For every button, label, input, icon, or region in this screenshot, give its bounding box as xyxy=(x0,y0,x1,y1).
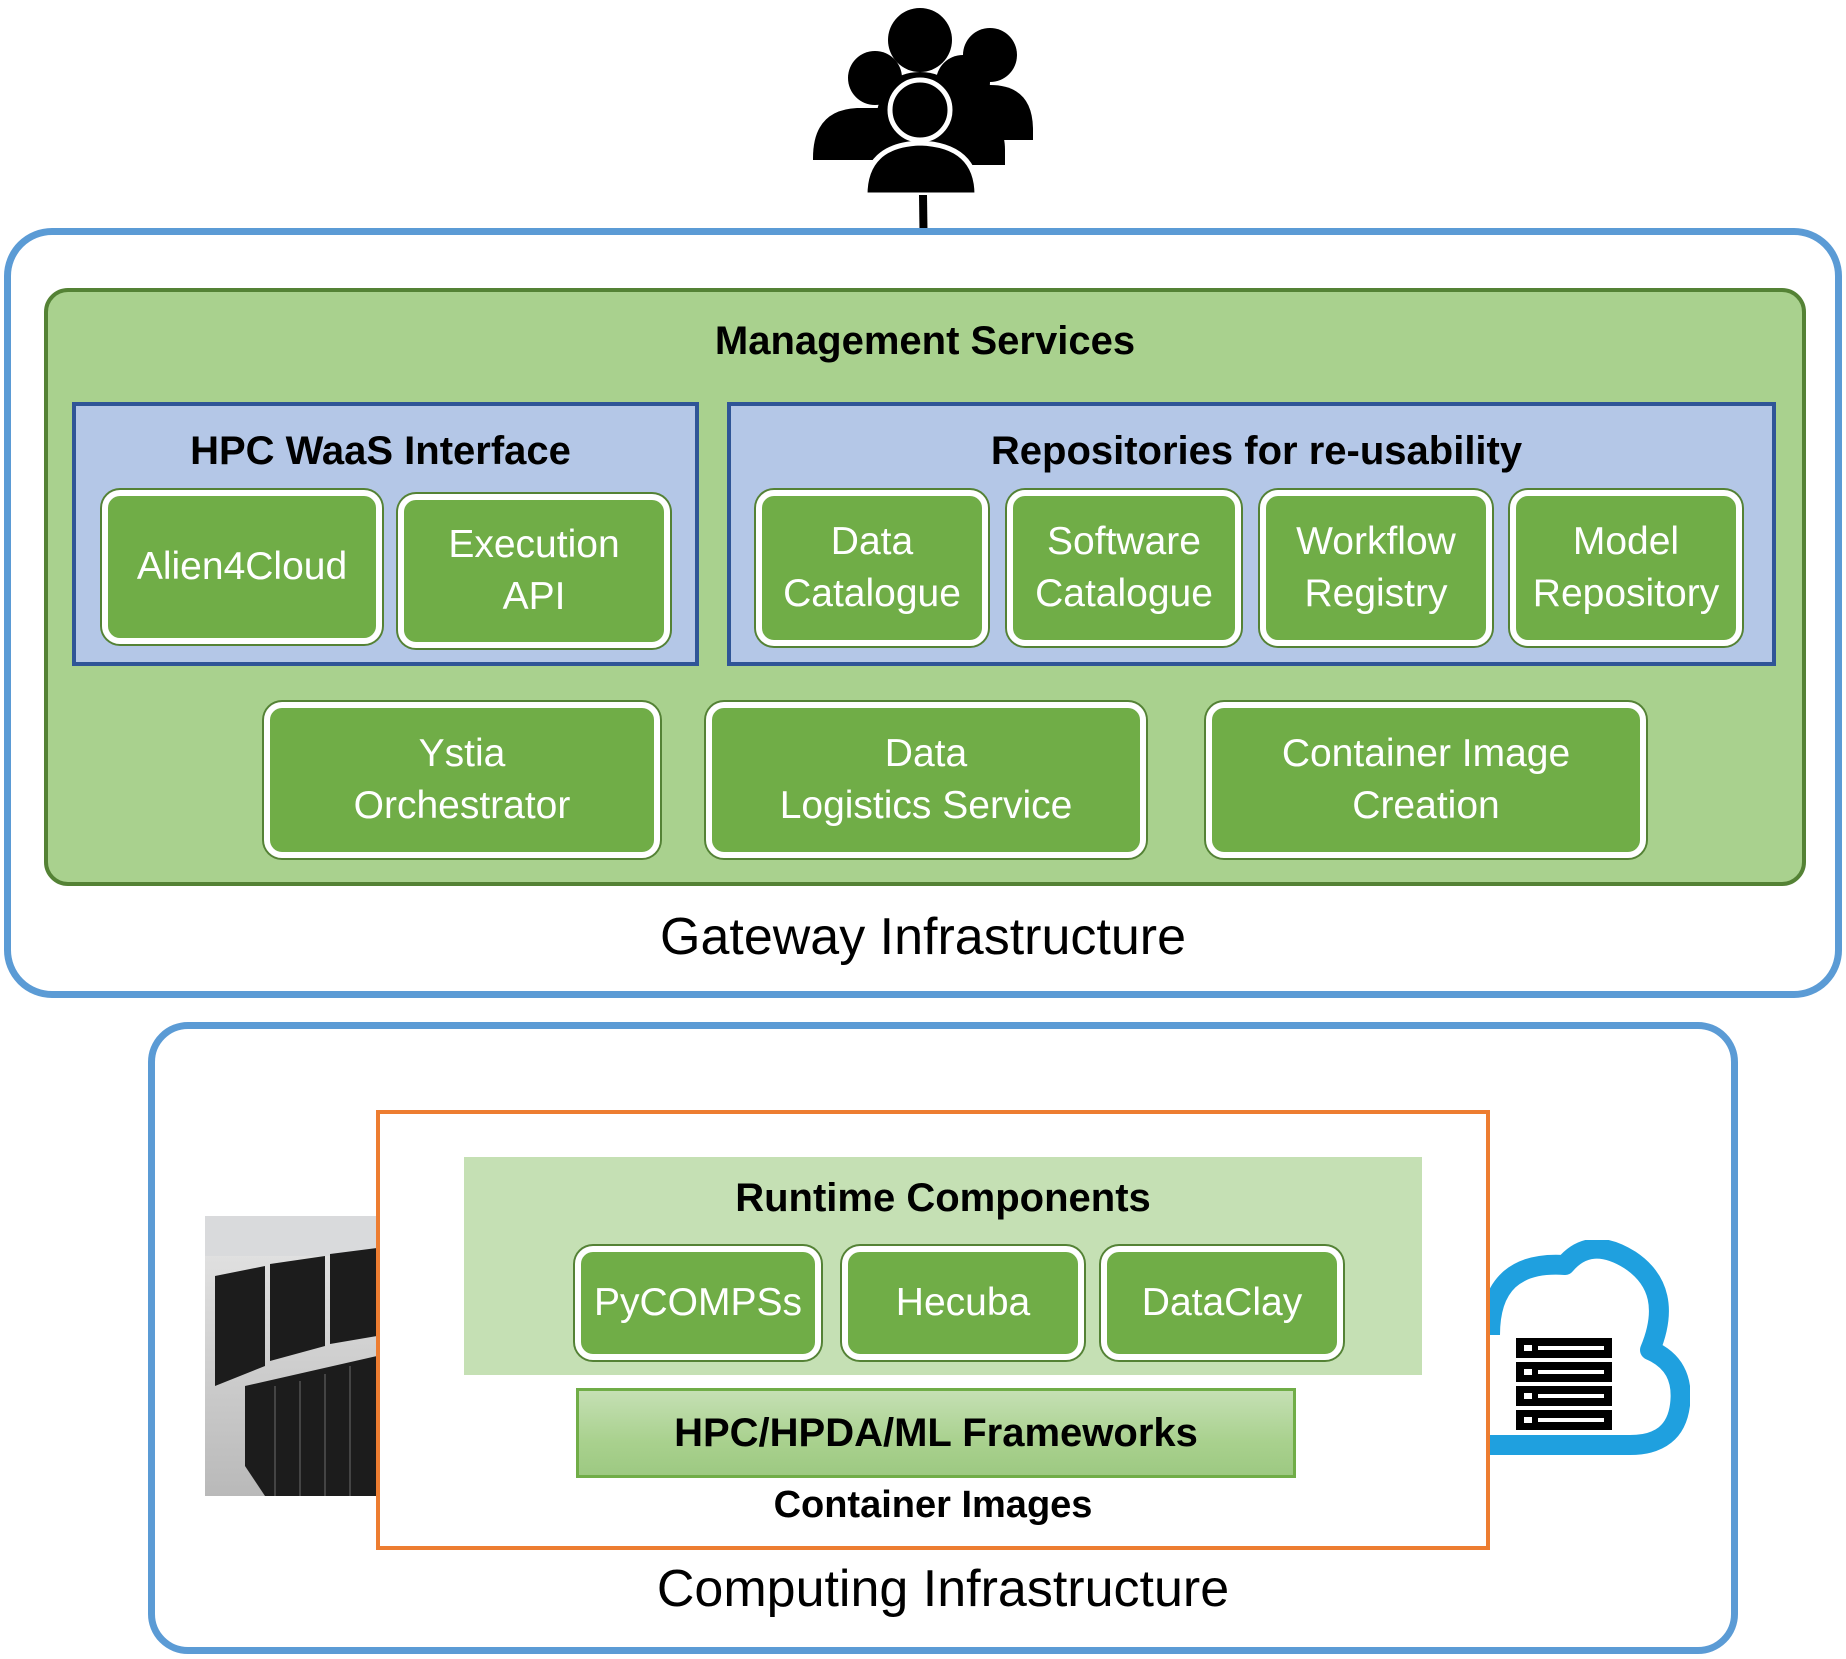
pycompss-component: PyCOMPSs xyxy=(575,1246,821,1360)
repositories-title: Repositories for re-usability xyxy=(990,429,1523,473)
computing-label: Computing Infrastructure xyxy=(656,1560,1230,1618)
software-catalogue-component: Software Catalogue xyxy=(1007,490,1241,646)
alien4cloud-component: Alien4Cloud xyxy=(102,490,382,644)
model-repository-component: Model Repository xyxy=(1510,490,1742,646)
hpc-hpda-ml-frameworks: HPC/HPDA/ML Frameworks xyxy=(576,1388,1296,1478)
hecuba-component: Hecuba xyxy=(842,1246,1084,1360)
runtime-title: Runtime Components xyxy=(735,1176,1151,1220)
workflow-registry-component: Workflow Registry xyxy=(1260,490,1492,646)
container-images-label: Container Images xyxy=(773,1484,1093,1526)
hpc-waas-title: HPC WaaS Interface xyxy=(190,429,571,473)
data-logistics-service-component: Data Logistics Service xyxy=(706,702,1146,858)
cloud-server-icon xyxy=(1480,1238,1691,1455)
dataclay-component: DataClay xyxy=(1101,1246,1343,1360)
gateway-label: Gateway Infrastructure xyxy=(660,908,1186,966)
ystia-orchestrator-component: Ystia Orchestrator xyxy=(264,702,660,858)
execution-api-component: Execution API xyxy=(398,494,670,648)
data-catalogue-component: Data Catalogue xyxy=(756,490,988,646)
container-image-creation-component: Container Image Creation xyxy=(1206,702,1646,858)
users-group-icon xyxy=(805,0,1035,200)
datacenter-photo xyxy=(205,1216,377,1496)
management-title: Management Services xyxy=(714,319,1136,363)
